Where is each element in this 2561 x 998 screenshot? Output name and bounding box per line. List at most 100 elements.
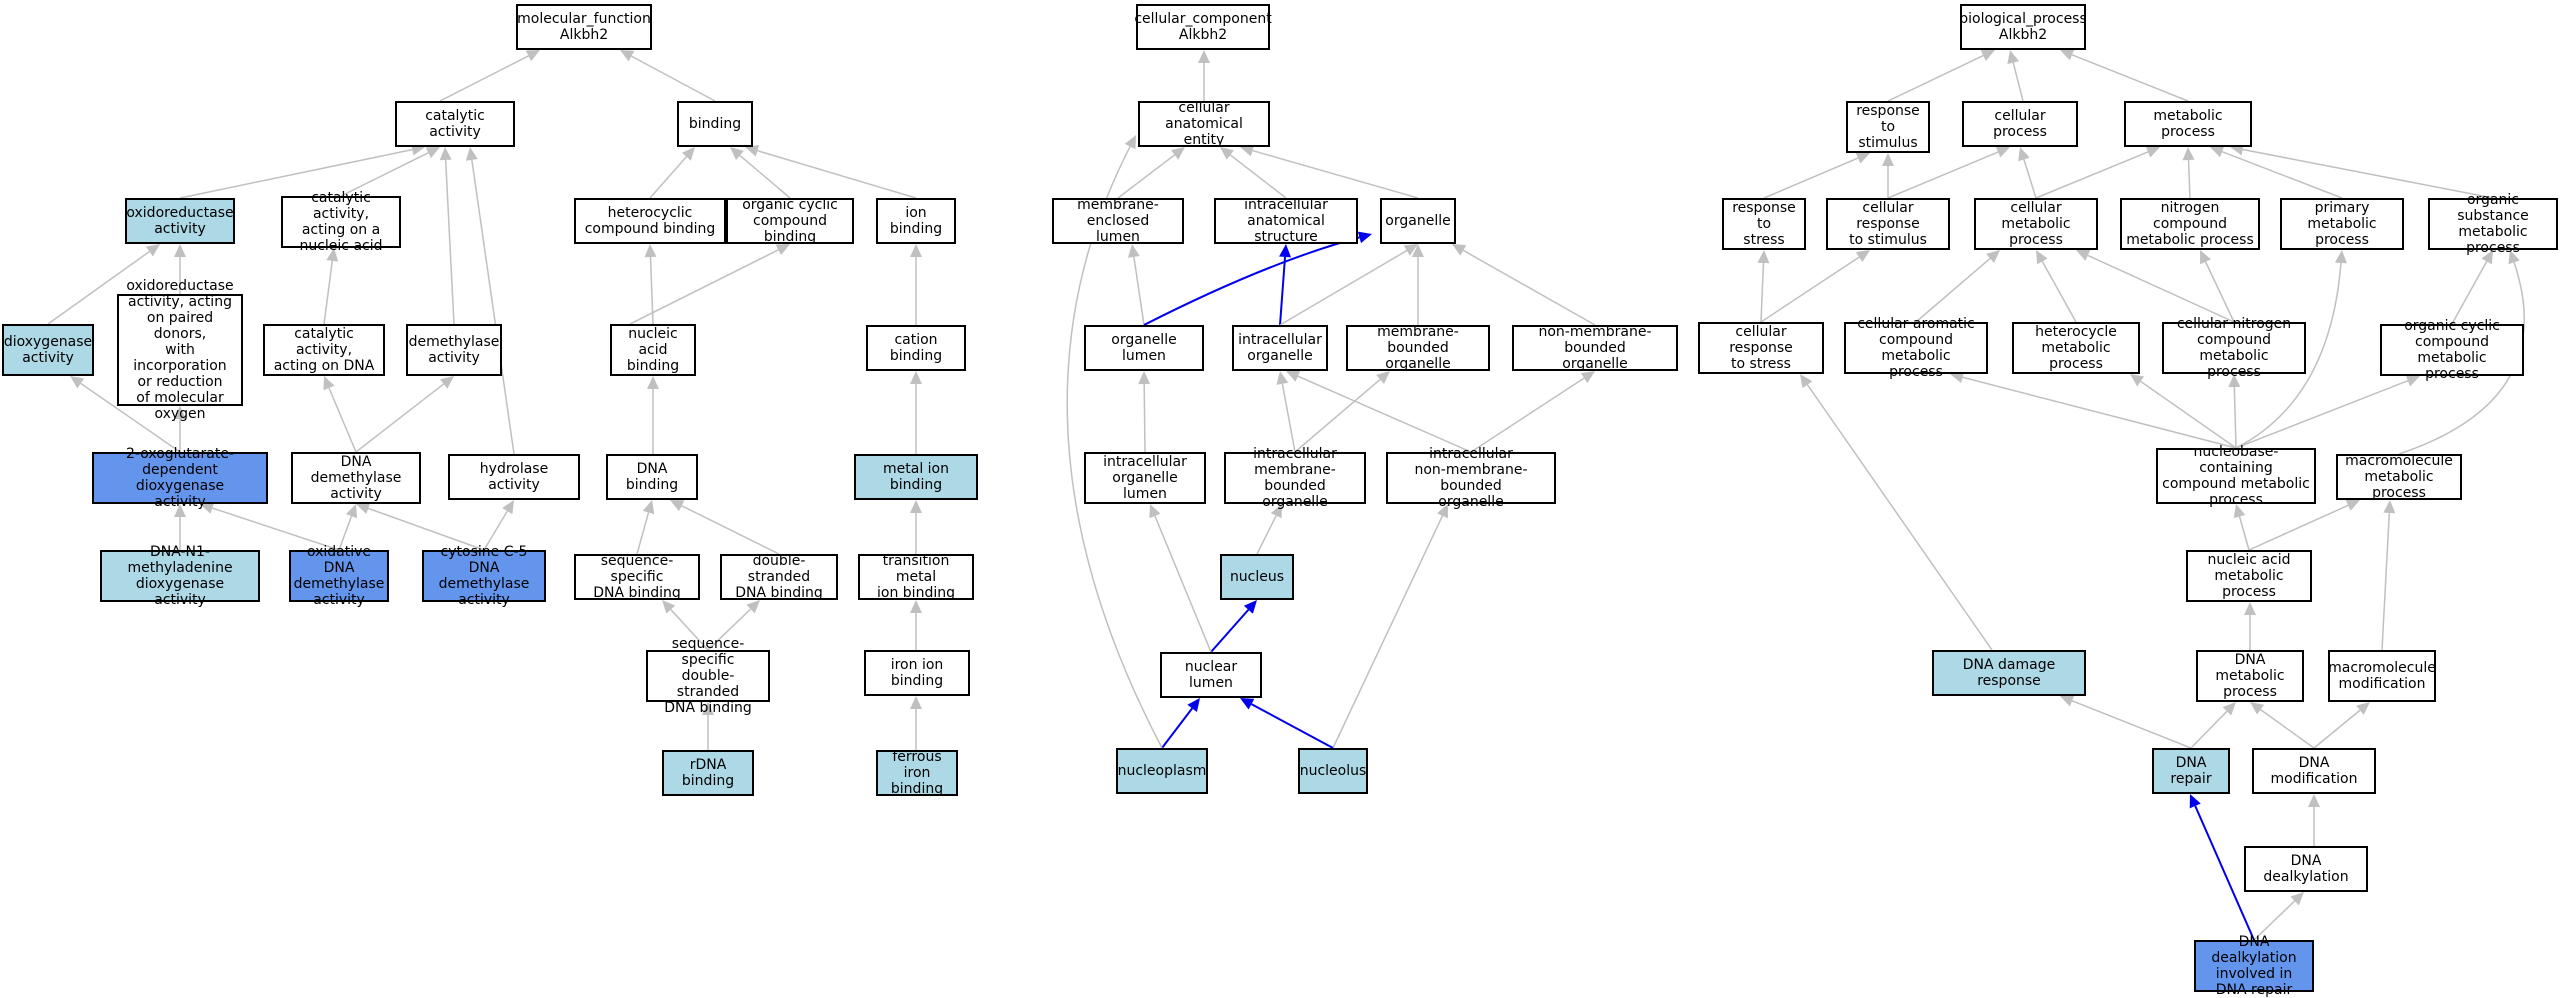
edge-arrowhead bbox=[323, 376, 335, 391]
edge-line bbox=[1763, 157, 1859, 199]
node-dioxygenase-activity: dioxygenase activity bbox=[2, 324, 94, 376]
edge-line bbox=[1154, 515, 1212, 653]
edge-line bbox=[1294, 378, 1381, 453]
edge-arrowhead bbox=[2145, 146, 2160, 158]
node-rdna-binding: rDNA binding bbox=[662, 750, 754, 796]
edge-line bbox=[1250, 703, 1334, 749]
node-sequence-specific-binding: sequence-specific DNA binding bbox=[574, 553, 700, 601]
node-heterocycle-metabolic: heterocycle metabolic process bbox=[2012, 322, 2140, 374]
node-double-stranded-binding: double-stranded DNA binding bbox=[720, 553, 838, 601]
node-intracellular-organelle: intracellular organelle bbox=[1232, 325, 1328, 371]
node-seq-ds-binding: sequence-specific double-stranded DNA bi… bbox=[646, 636, 770, 716]
edge-line bbox=[471, 159, 515, 455]
node-nucleic-acid-binding: nucleic acid binding bbox=[610, 324, 696, 376]
node-organelle: organelle bbox=[1380, 198, 1456, 244]
edge-arrowhead bbox=[910, 696, 922, 709]
node-cellular-aromatic: cellular aromatic compound metabolic pro… bbox=[1844, 316, 1988, 380]
edge-arrowhead bbox=[2345, 499, 2360, 511]
node-response-to-stress: response to stress bbox=[1722, 198, 1806, 250]
edge-arrowhead bbox=[1198, 50, 1210, 63]
edge-arrowhead bbox=[644, 244, 657, 258]
edge-line bbox=[1915, 257, 1991, 323]
edge-arrowhead bbox=[1127, 244, 1140, 258]
edge-line bbox=[1887, 54, 1984, 102]
node-dna-dealkylation: DNA dealkylation bbox=[2244, 846, 2368, 892]
edge-arrowhead bbox=[440, 376, 454, 389]
edge-line bbox=[2194, 805, 2255, 941]
edge-arrowhead bbox=[2250, 702, 2265, 715]
edge-line bbox=[2248, 504, 2349, 551]
node-nucleic-acid-metabolic: nucleic acid metabolic process bbox=[2186, 550, 2312, 602]
edge-line bbox=[2235, 262, 2342, 449]
edge-arrowhead bbox=[1800, 374, 1813, 389]
node-binding: binding bbox=[677, 101, 753, 147]
edge-line bbox=[707, 608, 752, 651]
edge-line bbox=[1297, 375, 1472, 453]
edge-arrowhead bbox=[775, 244, 790, 256]
edge-arrowhead bbox=[1986, 250, 2000, 264]
edge-arrowhead bbox=[1240, 144, 1255, 157]
edge-arrowhead bbox=[2228, 374, 2241, 388]
edge-line bbox=[2381, 512, 2391, 651]
edge-arrowhead bbox=[525, 50, 540, 62]
edge-arrowhead bbox=[2189, 794, 2201, 809]
node-organic-cyclic-metabolic: organic cyclic compound metabolic proces… bbox=[2380, 318, 2524, 382]
edge-arrowhead bbox=[2356, 702, 2370, 715]
edge-line bbox=[1462, 249, 1596, 326]
node-metal-ion-binding: metal ion binding bbox=[854, 454, 978, 500]
node-metabolic-process: metabolic process bbox=[2124, 101, 2252, 147]
edge-arrowhead bbox=[2233, 504, 2246, 519]
edge-line bbox=[2140, 380, 2237, 449]
node-nucleoplasm: nucleoplasm bbox=[1116, 748, 1208, 794]
node-intracellular-organelle-lumen: intracellular organelle lumen bbox=[1084, 452, 1206, 504]
node-cc-root: cellular_component Alkbh2 bbox=[1134, 4, 1272, 50]
node-membrane-bounded-organelle: membrane-bounded organelle bbox=[1346, 324, 1490, 372]
edge-line bbox=[2187, 159, 2191, 199]
edge-arrowhead bbox=[1138, 371, 1151, 385]
node-cellular-nitrogen: cellular nitrogen compound metabolic pro… bbox=[2162, 316, 2306, 380]
edge-line bbox=[757, 149, 917, 199]
node-organic-substance-metabolic: organic substance metabolic process bbox=[2428, 192, 2558, 256]
node-bp-root: biological_process Alkbh2 bbox=[1959, 4, 2087, 50]
edge-line bbox=[328, 387, 357, 453]
node-cellular-response-stress: cellular response to stress bbox=[1698, 322, 1824, 374]
edge-arrowhead bbox=[2222, 702, 2236, 716]
edge-line bbox=[2035, 151, 2149, 199]
edge-line bbox=[340, 152, 429, 197]
edge-line bbox=[1760, 256, 1860, 323]
edge-arrowhead bbox=[326, 248, 339, 262]
edge-arrowhead bbox=[1452, 244, 1467, 256]
edge-line bbox=[1133, 256, 1145, 326]
edge-arrowhead bbox=[647, 376, 659, 389]
edge-arrowhead bbox=[662, 600, 676, 614]
edge-arrowhead bbox=[1855, 250, 1870, 263]
edge-line bbox=[80, 382, 181, 453]
edge-arrowhead bbox=[681, 147, 695, 161]
edge-arrowhead bbox=[910, 244, 922, 257]
edge-line bbox=[179, 148, 413, 199]
edge-arrowhead bbox=[1995, 146, 2010, 158]
edge-line bbox=[1161, 707, 1193, 749]
node-mf-root: molecular_function Alkbh2 bbox=[516, 4, 652, 50]
node-intracellular-non-membrane: intracellular non-membrane-bounded organ… bbox=[1386, 446, 1556, 510]
node-macromolecule-modification: macromolecule modification bbox=[2328, 650, 2436, 702]
node-response-to-stimulus: response to stimulus bbox=[1846, 101, 1930, 153]
edge-arrowhead bbox=[730, 147, 744, 160]
edge-line bbox=[439, 55, 529, 102]
edge-arrowhead bbox=[145, 244, 160, 257]
node-dna-demethylase-activity: DNA demethylase activity bbox=[291, 452, 421, 504]
node-oxoglutarate-dioxygenase: 2-oxoglutarate-dependent dioxygenase act… bbox=[92, 446, 268, 510]
edge-line bbox=[2235, 380, 2409, 449]
node-non-membrane-bounded: non-membrane-bounded organelle bbox=[1512, 324, 1678, 372]
edge-line bbox=[2233, 386, 2237, 449]
node-membrane-enclosed-lumen: membrane-enclosed lumen bbox=[1052, 197, 1184, 245]
edge-arrowhead bbox=[1950, 371, 1965, 384]
edge-arrowhead bbox=[2481, 250, 2493, 265]
edge-line bbox=[1332, 515, 1444, 749]
node-nucleus: nucleus bbox=[1220, 554, 1294, 600]
edge-arrowhead bbox=[2508, 250, 2520, 265]
edge-arrowhead bbox=[345, 504, 358, 519]
edge-line bbox=[483, 510, 508, 551]
edge-line bbox=[1962, 376, 2237, 449]
edge-arrowhead bbox=[910, 500, 922, 513]
